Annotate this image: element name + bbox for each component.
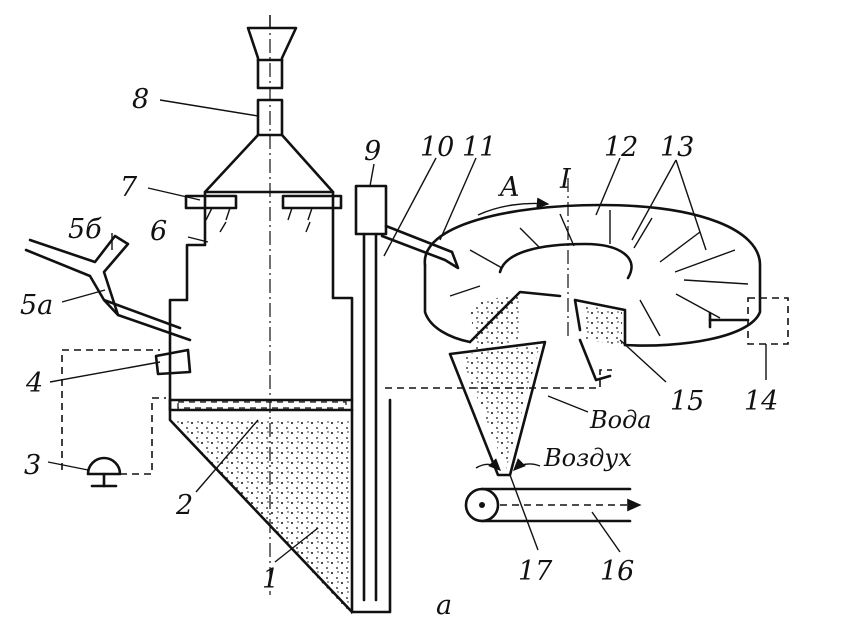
rotary-disc-filter <box>423 178 762 350</box>
air-jet-left <box>475 458 501 471</box>
discharge-funnel <box>448 340 547 477</box>
label-section-mark: I <box>559 164 572 195</box>
label-air: Воздух <box>543 444 632 472</box>
label-8: 8 <box>132 84 149 115</box>
label-7: 7 <box>120 172 138 203</box>
label-1: 1 <box>262 564 279 595</box>
label-12: 12 <box>604 132 638 163</box>
airlift-pipe <box>354 184 460 602</box>
air-blower <box>61 349 166 488</box>
label-10: 10 <box>420 132 454 163</box>
label-16: 16 <box>600 556 634 587</box>
label-figure: а <box>436 590 452 621</box>
spray-header <box>184 194 343 233</box>
water-nozzle <box>578 338 612 382</box>
label-15: 15 <box>670 386 704 417</box>
leader-lines <box>47 99 767 563</box>
label-2: 2 <box>175 490 193 521</box>
column-shell <box>168 133 354 402</box>
rotation-arrow <box>477 197 550 216</box>
label-6: 6 <box>150 216 167 247</box>
feed-funnel <box>246 26 298 137</box>
grate <box>168 398 354 412</box>
label-17: 17 <box>518 556 553 587</box>
label-water: Вода <box>589 406 652 434</box>
label-13: 13 <box>660 132 694 163</box>
settling-hopper <box>168 398 392 615</box>
label-14: 14 <box>744 386 778 417</box>
air-jet-right <box>513 458 541 471</box>
label-5b: 5б <box>68 214 102 245</box>
label-3: 3 <box>24 450 41 481</box>
label-4: 4 <box>25 368 43 399</box>
drive-motor <box>708 297 789 345</box>
belt-conveyor <box>464 487 642 523</box>
label-arrow-a: A <box>497 172 520 203</box>
label-5a: 5а <box>20 290 53 321</box>
label-11: 11 <box>462 132 496 163</box>
inlet-pipes <box>24 234 192 376</box>
label-9: 9 <box>364 136 381 167</box>
